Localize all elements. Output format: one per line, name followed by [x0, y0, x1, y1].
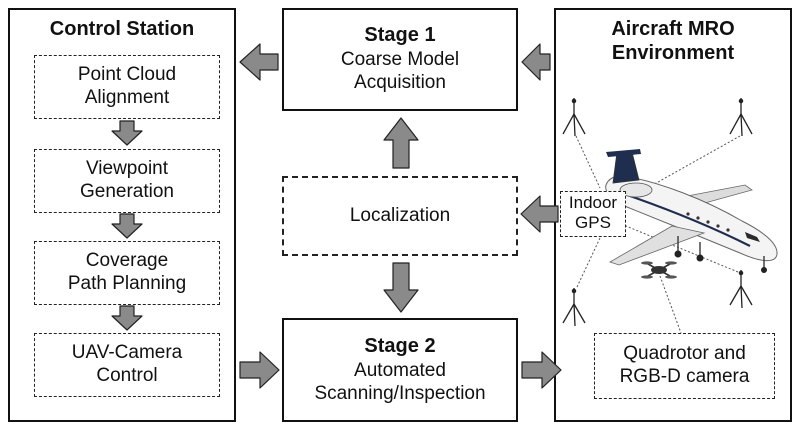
drone-icon — [641, 261, 677, 279]
stage1-subtitle: Coarse Model Acquisition — [340, 49, 460, 94]
stage2-subtitle: Automated Scanning/Inspection — [314, 360, 486, 405]
gps-tripod-icon — [729, 98, 753, 137]
arrow-left-icon — [239, 43, 279, 81]
arrow-up-icon — [383, 117, 419, 169]
arrow-left-icon — [520, 195, 559, 233]
arrow-down-icon — [111, 120, 143, 146]
arrow-down-icon — [111, 213, 143, 239]
point-cloud-alignment-box — [34, 55, 220, 119]
uav-camera-control-label: UAV-Camera Control — [71, 342, 183, 387]
point-cloud-alignment-label: Point Cloud Alignment — [77, 64, 177, 109]
gps-tripod-icon — [562, 288, 586, 327]
aircraft-icon — [605, 149, 778, 273]
localization-box — [282, 176, 518, 256]
stage2-box — [282, 318, 518, 422]
indoor-gps-label: Indoor GPS — [568, 193, 618, 232]
gps-tripod-icon — [562, 98, 586, 137]
coverage-path-planning-label: Coverage Path Planning — [67, 250, 187, 295]
arrow-down-icon — [383, 262, 419, 313]
localization-label: Localization — [349, 205, 451, 226]
arrow-down-icon — [111, 305, 143, 331]
quadrotor-label: Quadrotor and RGB-D camera — [619, 343, 750, 388]
arrow-right-icon — [521, 351, 562, 389]
stage1-title: Stage 1 — [364, 24, 436, 46]
gps-tripod-icon — [729, 270, 753, 309]
arrow-right-icon — [239, 351, 280, 389]
mro-environment-title: Aircraft MRO Environment — [611, 18, 735, 65]
viewpoint-generation-label: Viewpoint Generation — [79, 158, 174, 203]
stage2-title: Stage 2 — [364, 335, 436, 357]
control-station-title: Control Station — [49, 18, 195, 40]
indoor-gps-box — [560, 191, 626, 237]
viewpoint-generation-box — [34, 149, 220, 213]
uav-camera-control-box — [34, 333, 220, 397]
arrow-left-icon — [521, 43, 551, 81]
flow-arrows — [111, 43, 562, 389]
stage1-box — [282, 8, 518, 111]
quadrotor-box — [594, 333, 775, 399]
coverage-path-planning-box — [34, 241, 220, 305]
